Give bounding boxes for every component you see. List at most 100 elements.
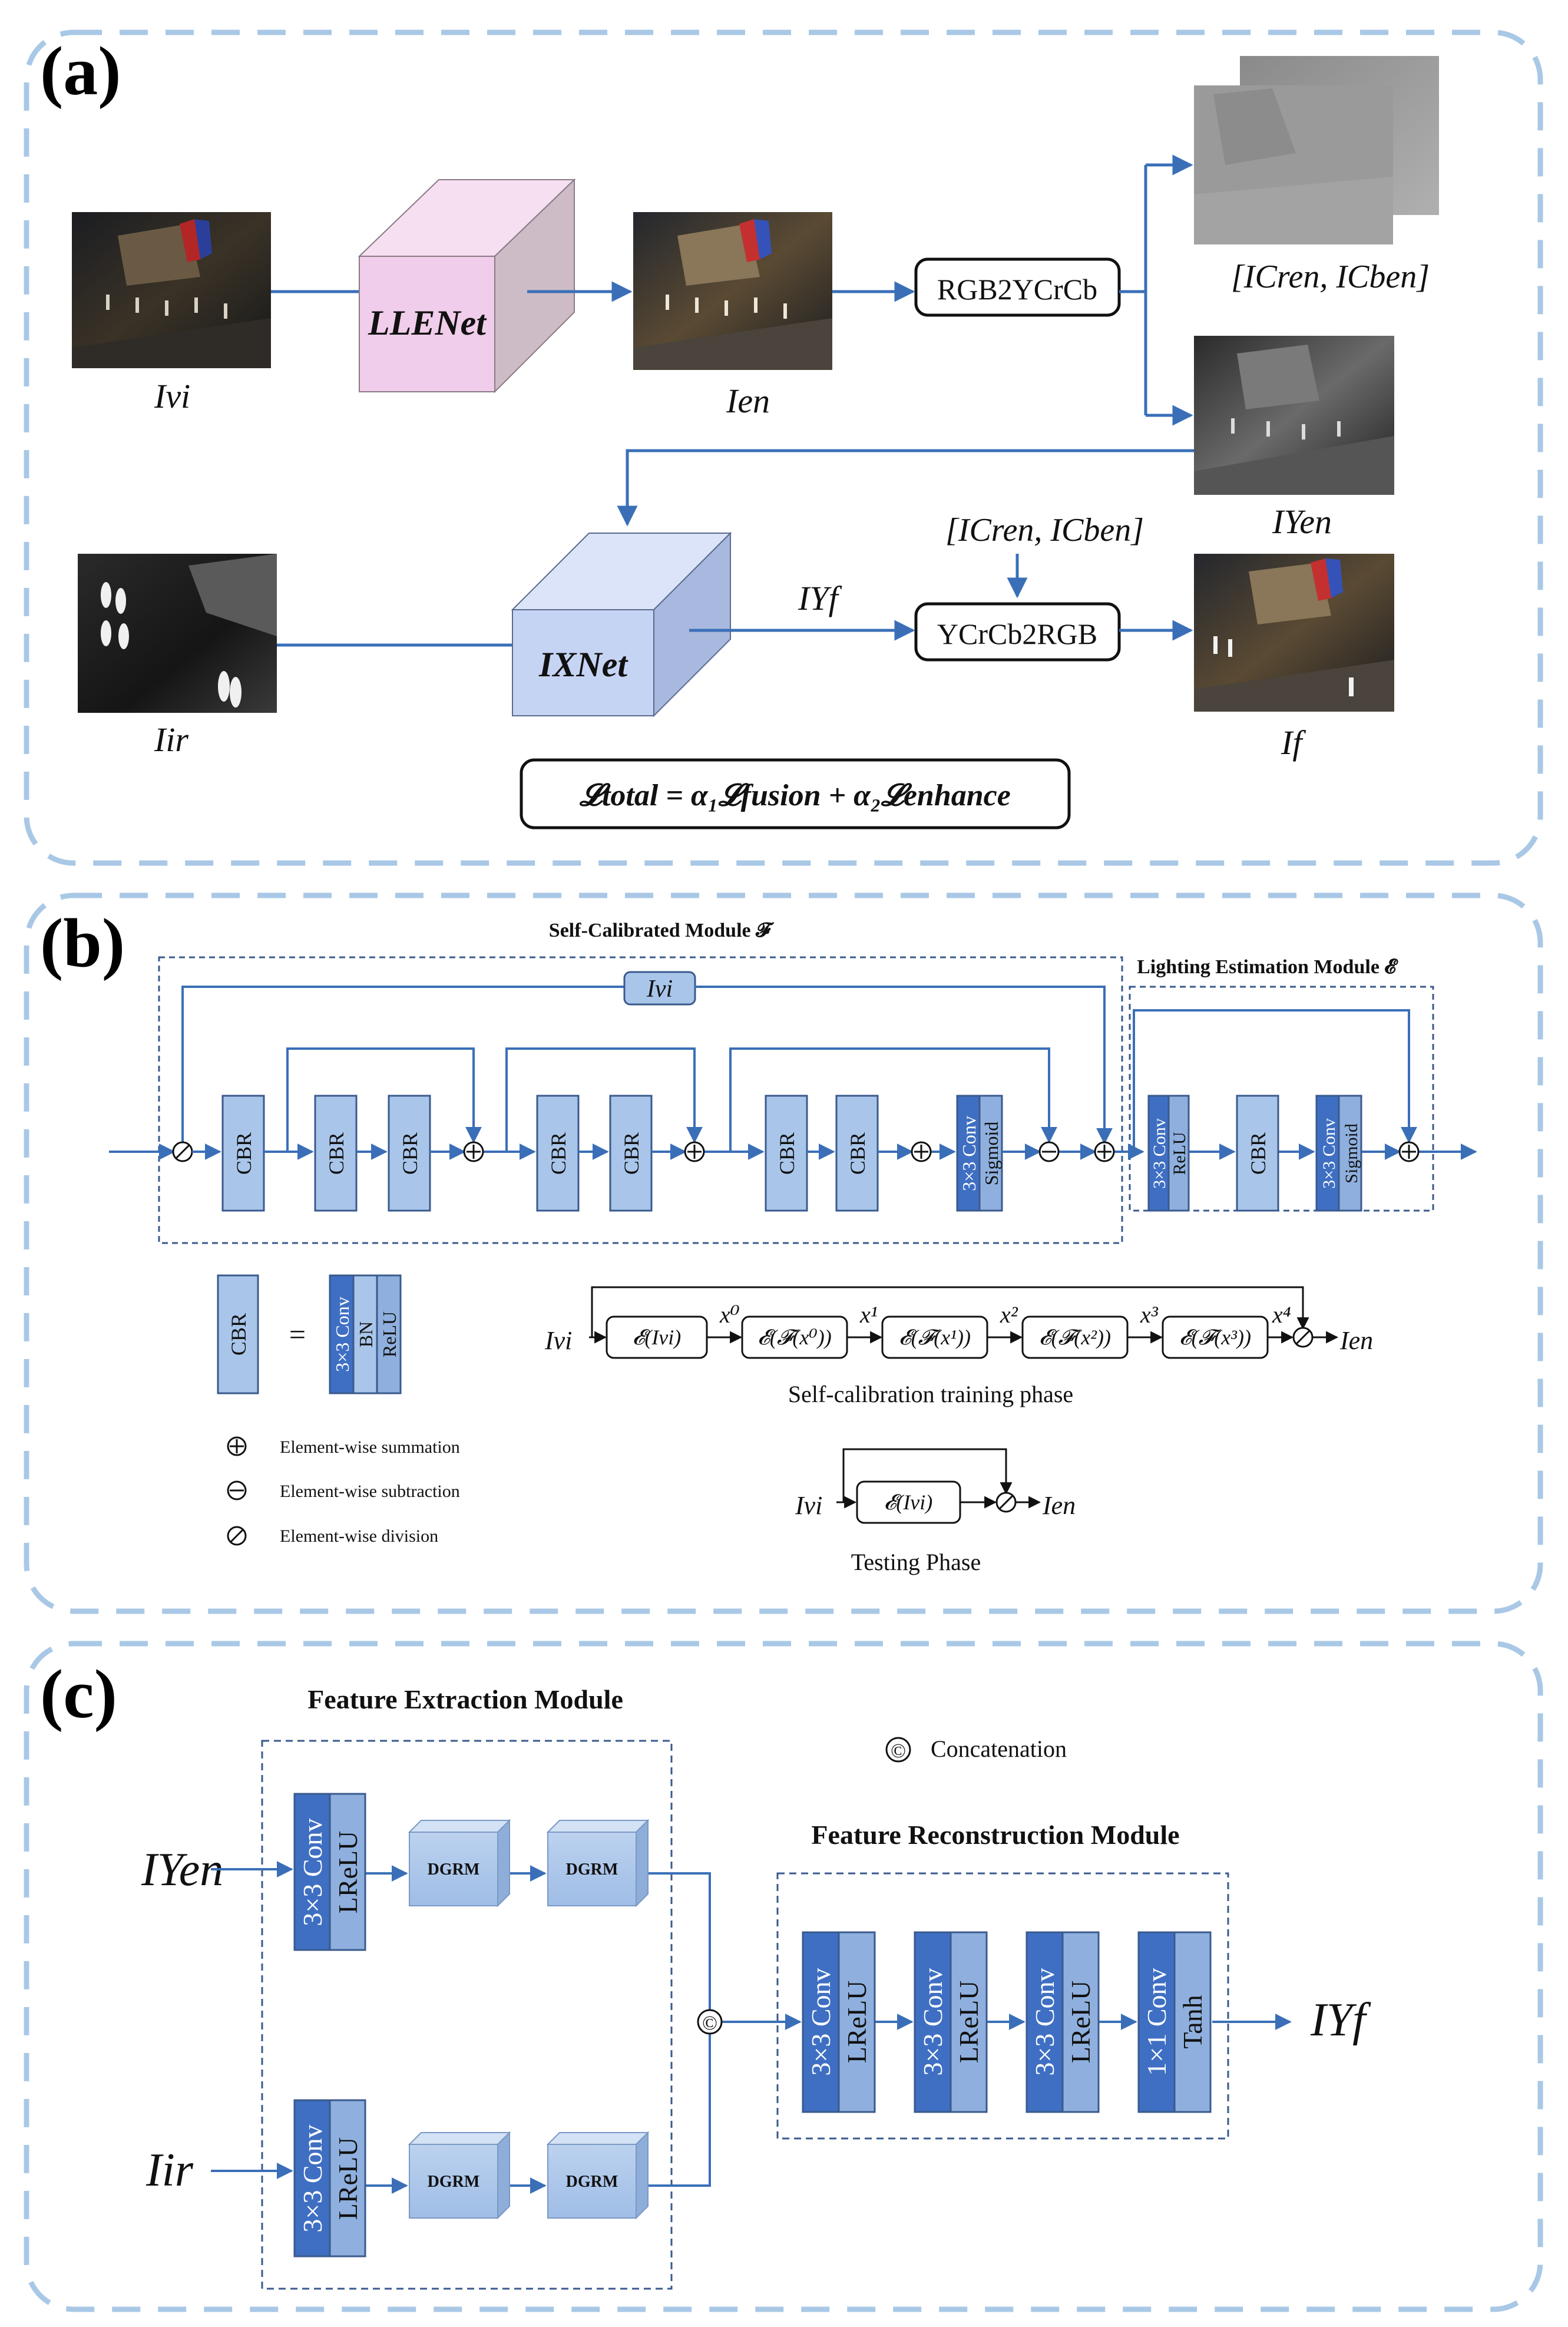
train-input: Ivi	[544, 1326, 572, 1355]
ixnet-cube	[511, 531, 732, 718]
train-box-3: 𝓔(𝓕(x¹))	[899, 1326, 971, 1349]
train-box-2: 𝓔(𝓕(x⁰))	[757, 1326, 832, 1349]
dgrm-cubes	[408, 1819, 650, 2220]
label-crcb-mid: [ICren, ICben]	[945, 512, 1144, 548]
llenet-label: LLENet	[368, 303, 487, 342]
llenet-cube	[358, 178, 576, 394]
cbr-exp-bn: BN	[355, 1321, 376, 1347]
legend-sum-text: Element-wise summation	[280, 1437, 460, 1457]
cbr-5: CBR	[620, 1132, 643, 1175]
train-x1: x¹	[859, 1301, 878, 1328]
frm-conv-3: 3×3 Conv	[1030, 1968, 1060, 2075]
lem-conv2-label: 3×3 Conv	[1319, 1118, 1339, 1188]
train-box-1: 𝓔(Ivi)	[633, 1326, 682, 1349]
frm-lrelu-3: LReLU	[1066, 1981, 1096, 2064]
scm-sigmoid-label: Sigmoid	[981, 1122, 1002, 1185]
frm-lrelu-1: LReLU	[842, 1981, 872, 2064]
fem-top-lrelu: LReLU	[333, 1831, 363, 1914]
label-iir: Iir	[154, 720, 188, 759]
train-output: Ien	[1339, 1326, 1373, 1355]
legend-sum	[227, 1436, 247, 1456]
legend-division-text: Element-wise division	[280, 1526, 438, 1546]
fem-box	[261, 1740, 673, 2290]
label-ivi: Ivi	[154, 377, 190, 415]
scm-conv-label: 3×3 Conv	[958, 1116, 980, 1191]
train-x4: x⁴	[1272, 1301, 1291, 1328]
concat-legend-c: ©	[891, 1740, 906, 1762]
label-if: If	[1281, 723, 1306, 762]
test-box	[856, 1480, 961, 1524]
cbr-expansion	[329, 1274, 402, 1394]
test-output: Ien	[1042, 1491, 1076, 1520]
concat-node	[697, 2009, 723, 2035]
panel-b-border	[24, 893, 1543, 1614]
infrared-image-icon	[78, 554, 277, 713]
cbr-exp-relu: ReLU	[379, 1311, 400, 1357]
fused-image-icon	[1194, 554, 1394, 712]
test-division-node	[995, 1492, 1017, 1513]
ivi-tag-label: Ivi	[646, 976, 673, 1003]
panel-b-letter: (b)	[40, 904, 125, 981]
cbr-7: CBR	[846, 1132, 869, 1175]
cbr-exp-conv: 3×3 Conv	[332, 1297, 353, 1371]
train-division-node	[1292, 1327, 1314, 1348]
cbr-equals: =	[289, 1318, 306, 1351]
crcb-channels-icon	[1194, 56, 1439, 244]
cbr-4: CBR	[547, 1132, 570, 1175]
concat-legend-text: Concatenation	[931, 1736, 1067, 1762]
fem-bot-lrelu: LReLU	[333, 2137, 363, 2220]
label-ien-y: IYen	[1272, 503, 1332, 541]
panel-c-border	[24, 1641, 1543, 2312]
cbr-3: CBR	[398, 1132, 422, 1175]
rgb2ycrcb-label: RGB2YCrCb	[937, 273, 1097, 306]
frm-box	[776, 1872, 1229, 2140]
fem-conv-blocks	[293, 1793, 366, 2257]
test-caption: Testing Phase	[851, 1549, 981, 1575]
input-iir: Iir	[145, 2144, 194, 2196]
loss-box	[520, 758, 1071, 829]
ycrcb2rgb-label: YCrCb2RGB	[937, 617, 1097, 650]
frm-title: Feature Reconstruction Module	[811, 1820, 1179, 1850]
dgrm-2: DGRM	[566, 1860, 618, 1879]
lem-relu-label: ReLU	[1170, 1132, 1189, 1175]
lem-box	[1129, 986, 1434, 1212]
loss-equation: 𝓛total = α₁𝓛fusion + α₂𝓛enhance	[579, 779, 1011, 812]
legend-division	[227, 1526, 247, 1546]
concat-node-c: ©	[702, 2012, 717, 2034]
label-ien: Ien	[726, 382, 770, 420]
test-box-label: 𝓔(Ivi)	[884, 1490, 933, 1514]
train-x2: x²	[1000, 1301, 1018, 1328]
panel-c-letter: (c)	[40, 1655, 117, 1733]
fem-title: Feature Extraction Module	[307, 1684, 623, 1714]
train-x0: x⁰	[719, 1301, 740, 1328]
lem-sigmoid-label: Sigmoid	[1342, 1123, 1361, 1184]
label-crcb-top: [ICren, ICben]	[1231, 259, 1430, 295]
cbr-legend-block	[217, 1274, 259, 1394]
lem-blocks	[1147, 1095, 1362, 1212]
panel-a-border	[24, 29, 1543, 866]
lem-conv-label: 3×3 Conv	[1150, 1118, 1169, 1188]
dgrm-3: DGRM	[428, 2173, 480, 2191]
ivi-tag	[623, 971, 696, 1006]
test-input: Ivi	[795, 1491, 822, 1520]
frm-conv-2: 3×3 Conv	[918, 1968, 948, 2075]
fem-bot-conv: 3×3 Conv	[297, 2124, 328, 2232]
label-if-y: IYf	[798, 579, 842, 617]
scm-box	[158, 956, 1123, 1244]
train-caption: Self-calibration training phase	[788, 1381, 1073, 1407]
frm-lrelu-2: LReLU	[954, 1981, 984, 2064]
cbr-legend-label: CBR	[227, 1313, 250, 1356]
cbr-2: CBR	[325, 1132, 348, 1175]
train-boxes	[606, 1315, 1269, 1359]
dgrm-1: DGRM	[428, 1860, 480, 1879]
scm-title: Self-Calibrated Module 𝓕	[549, 920, 775, 941]
lem-cbr-label: CBR	[1246, 1132, 1270, 1175]
dgrm-4: DGRM	[566, 2173, 618, 2191]
frm-tanh: Tanh	[1177, 1995, 1208, 2048]
frm-blocks	[802, 1931, 1212, 2113]
visible-image-icon	[72, 212, 271, 368]
panel-a-letter: (a)	[40, 32, 121, 110]
scm-blocks	[221, 1095, 1003, 1212]
train-x3: x³	[1140, 1301, 1159, 1328]
